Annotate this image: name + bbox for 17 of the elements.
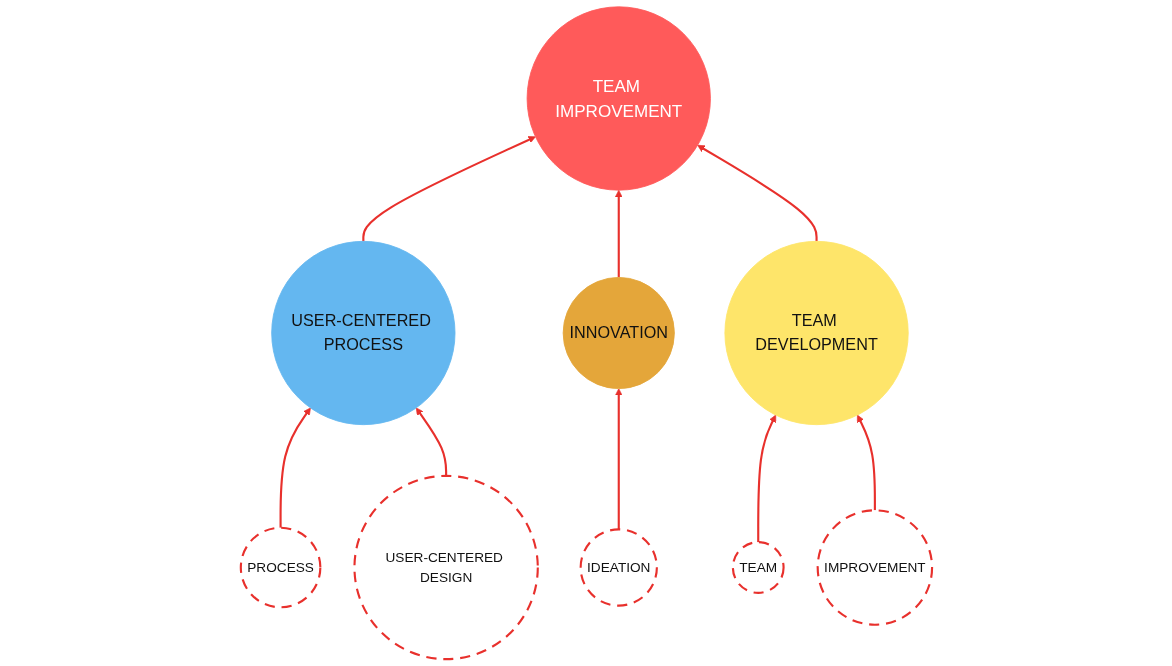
arrow xyxy=(856,414,876,511)
node-circle: IDEATION xyxy=(579,528,658,607)
node-circle: USER-CENTERED PROCESS xyxy=(270,240,455,426)
node-circle: TEAM DEVELOPMENT xyxy=(724,240,909,426)
arrow xyxy=(756,414,776,543)
arrow xyxy=(696,144,818,242)
arrow xyxy=(415,407,447,476)
arrow xyxy=(614,189,623,278)
node-circle: PROCESS xyxy=(239,526,321,609)
node-circle: USER-CENTERED DESIGN xyxy=(352,474,539,661)
arrow xyxy=(614,388,623,530)
node-circle: TEAM xyxy=(731,541,785,594)
node-circle: INNOVATION xyxy=(562,276,675,390)
arrow xyxy=(279,407,311,528)
arrow xyxy=(361,136,536,242)
node-circle: IMPROVEMENT xyxy=(816,509,933,626)
node-circle: TEAM IMPROVEMENT xyxy=(526,6,711,191)
